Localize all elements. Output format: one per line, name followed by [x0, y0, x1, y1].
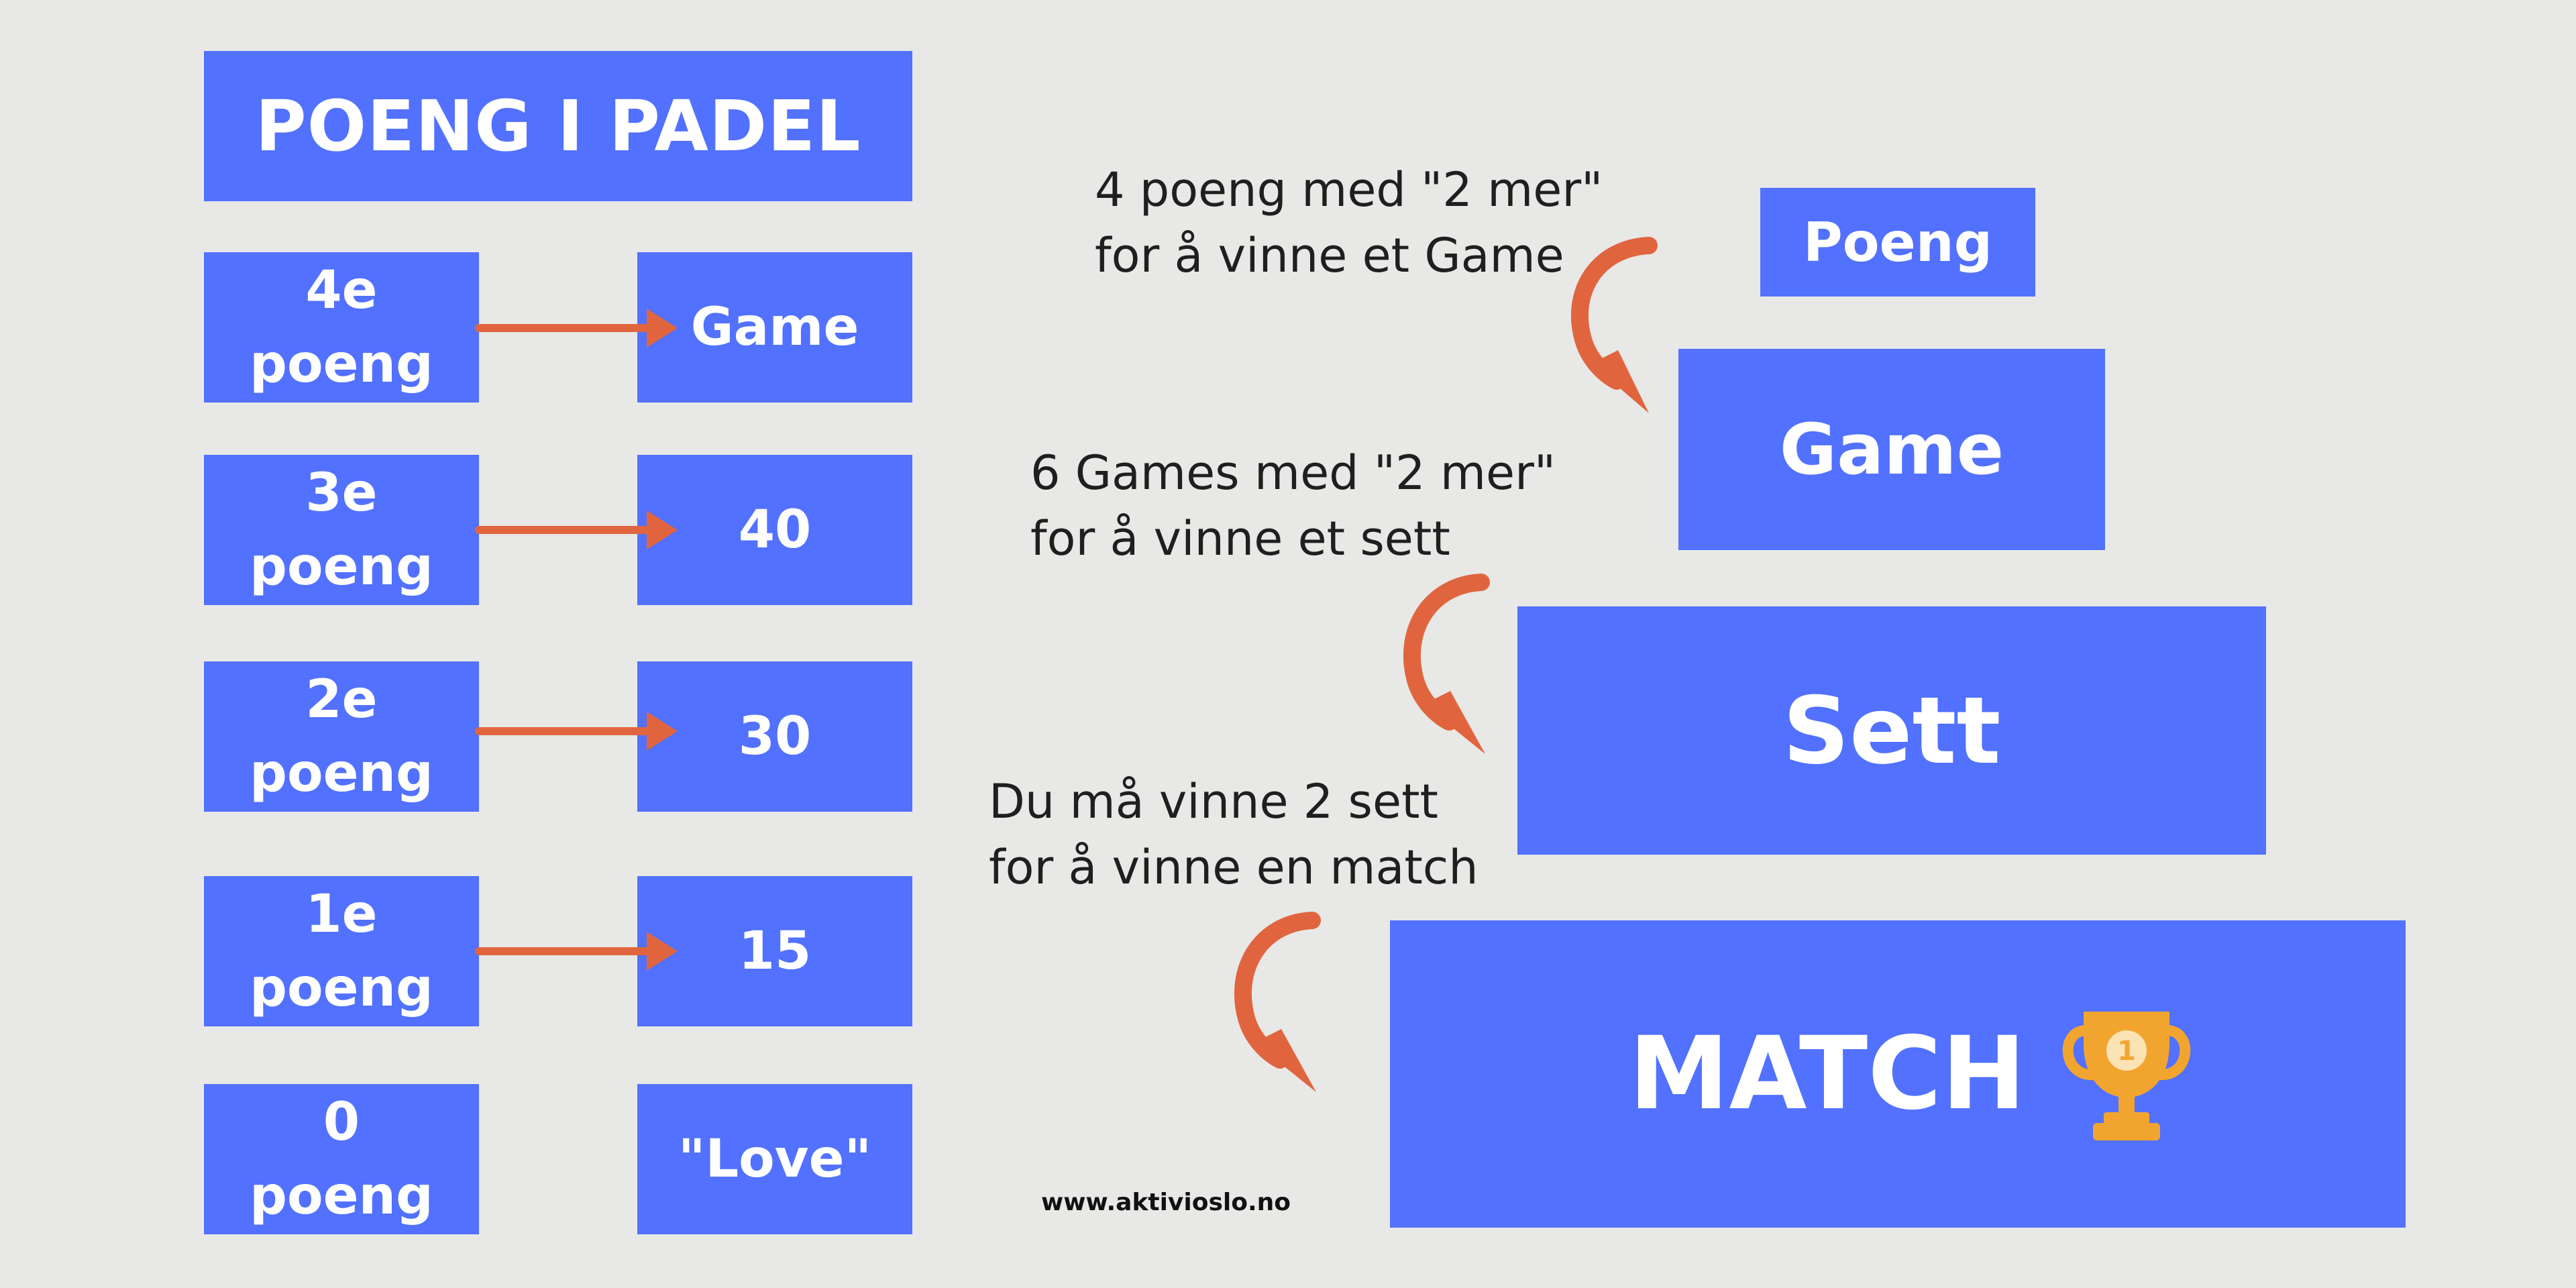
curved-arrow-down-icon: [1403, 574, 1490, 754]
points-label-0: 0 poeng: [204, 1084, 479, 1234]
points-label-top: 3e: [305, 463, 378, 523]
note-game: 4 poeng med "2 mer" for å vinne et Game: [1095, 157, 1603, 288]
level-sett-box: Sett: [1517, 606, 2266, 855]
arrow-right-icon: [475, 309, 678, 347]
note-sett: 6 Games med "2 mer" for å vinne et sett: [1030, 440, 1556, 572]
points-label-4: 4e poeng: [204, 252, 479, 402]
level-poeng-box: Poeng: [1760, 188, 2035, 297]
page-title: POENG I PADEL: [204, 51, 912, 201]
note-match: Du må vinne 2 sett for å vinne en match: [989, 769, 1479, 900]
arrow-right-icon: [475, 712, 678, 751]
note-line: for å vinne et Game: [1095, 228, 1564, 283]
website-footer[interactable]: www.aktivioslo.no: [1041, 1189, 1291, 1216]
level-game-box: Game: [1678, 349, 2105, 550]
arrow-right-icon: [475, 511, 678, 549]
points-label-top: 0: [323, 1092, 360, 1152]
points-label-bottom: poeng: [250, 1166, 433, 1226]
points-label-bottom: poeng: [250, 334, 433, 394]
arrow-right-icon: [475, 932, 678, 971]
points-label-top: 1e: [305, 884, 378, 945]
points-label-bottom: poeng: [250, 537, 433, 597]
trophy-icon: 1: [2062, 1012, 2191, 1140]
points-label-bottom: poeng: [250, 958, 433, 1018]
points-value-love: "Love": [637, 1084, 912, 1234]
note-line: 4 poeng med "2 mer": [1095, 162, 1603, 217]
note-line: for å vinne et sett: [1030, 511, 1450, 566]
level-match-box: MATCH 1: [1390, 920, 2406, 1228]
curved-arrow-down-icon: [1234, 912, 1321, 1092]
note-line: 6 Games med "2 mer": [1030, 445, 1556, 500]
points-value-game: Game: [637, 252, 912, 402]
points-label-3: 3e poeng: [204, 455, 479, 605]
points-label-2: 2e poeng: [204, 661, 479, 812]
curved-arrow-down-icon: [1570, 237, 1658, 413]
points-label-top: 4e: [305, 260, 378, 321]
points-label-top: 2e: [305, 669, 378, 730]
points-label-1: 1e poeng: [204, 876, 479, 1026]
note-line: Du må vinne 2 sett: [989, 774, 1438, 829]
note-line: for å vinne en match: [989, 840, 1479, 895]
points-value-15: 15: [637, 876, 912, 1026]
points-label-bottom: poeng: [250, 743, 433, 804]
points-value-30: 30: [637, 661, 912, 812]
points-value-40: 40: [637, 455, 912, 605]
match-label: MATCH: [1629, 1016, 2026, 1132]
trophy-number: 1: [2117, 1036, 2136, 1067]
